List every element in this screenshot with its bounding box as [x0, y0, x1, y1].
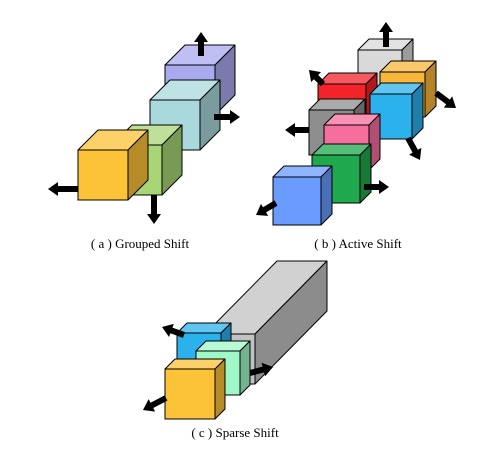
grouped-gold-cube-front — [77, 149, 129, 201]
grouped-gold-cube — [77, 129, 149, 201]
caption-grouped-shift: ( a ) Grouped Shift — [91, 236, 190, 251]
grouped-arrow-left — [48, 182, 78, 196]
grouped-arrow-up — [194, 32, 208, 56]
active-arrow-up-left — [308, 69, 326, 87]
cube-layer — [48, 22, 457, 420]
sparse-arrow-right — [249, 362, 274, 377]
active-arrow-down-left — [256, 200, 278, 216]
grouped-arrow-right — [214, 110, 240, 124]
active-arrow-left-gray — [285, 123, 309, 137]
active-cornflower-cube — [272, 165, 333, 226]
sparse-gold-cube-front — [164, 368, 216, 420]
caption-active-shift: ( b ) Active Shift — [314, 236, 402, 251]
active-cornflower-cube-front — [272, 176, 322, 226]
sparse-gold-cube — [164, 358, 226, 420]
sparse-arrow-up-left — [162, 323, 186, 338]
sparse-mint-cube-side — [239, 340, 251, 396]
caption-sparse-shift: ( c ) Sparse Shift — [191, 425, 279, 440]
sparse-gold-cube-side — [214, 358, 226, 420]
sparse-arrow-down-left — [142, 395, 168, 412]
active-cornflower-cube-side — [320, 165, 333, 226]
active-arrow-right-orange — [434, 90, 457, 108]
active-arrow-down-right — [405, 136, 422, 161]
grouped-arrow-down — [147, 195, 161, 224]
active-emerald-cube-side — [359, 143, 372, 204]
active-arrow-right-emerald — [364, 180, 389, 194]
active-arrow-up — [379, 22, 393, 47]
